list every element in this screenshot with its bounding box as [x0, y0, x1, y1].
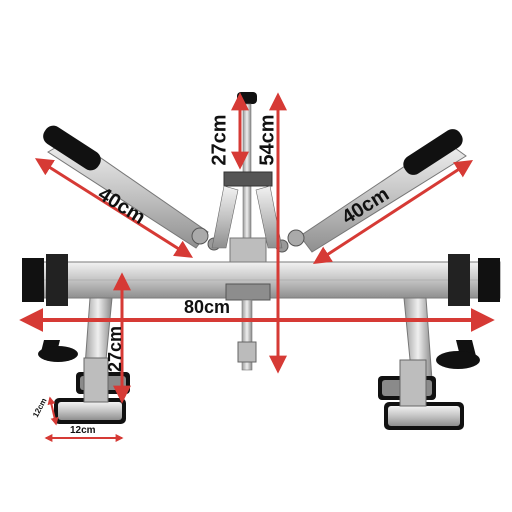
right-leg-assembly: [378, 297, 480, 430]
label-pad-width: 12cm: [70, 425, 96, 436]
arrow-pad-depth: [47, 396, 59, 426]
label-bar-width: 80cm: [184, 297, 231, 317]
arrow-left-arm: [34, 158, 194, 258]
dimension-arrows: [19, 92, 495, 442]
label-leg-height: 27cm: [105, 325, 126, 373]
lower-stem: [237, 299, 257, 371]
left-handle-arm: [43, 125, 221, 251]
main-crossbar: [22, 254, 501, 306]
arrow-right-arm: [312, 160, 474, 264]
label-total-height: 54cm: [256, 114, 279, 166]
label-handle-height: 27cm: [208, 114, 231, 166]
left-leg-assembly: [38, 297, 130, 424]
